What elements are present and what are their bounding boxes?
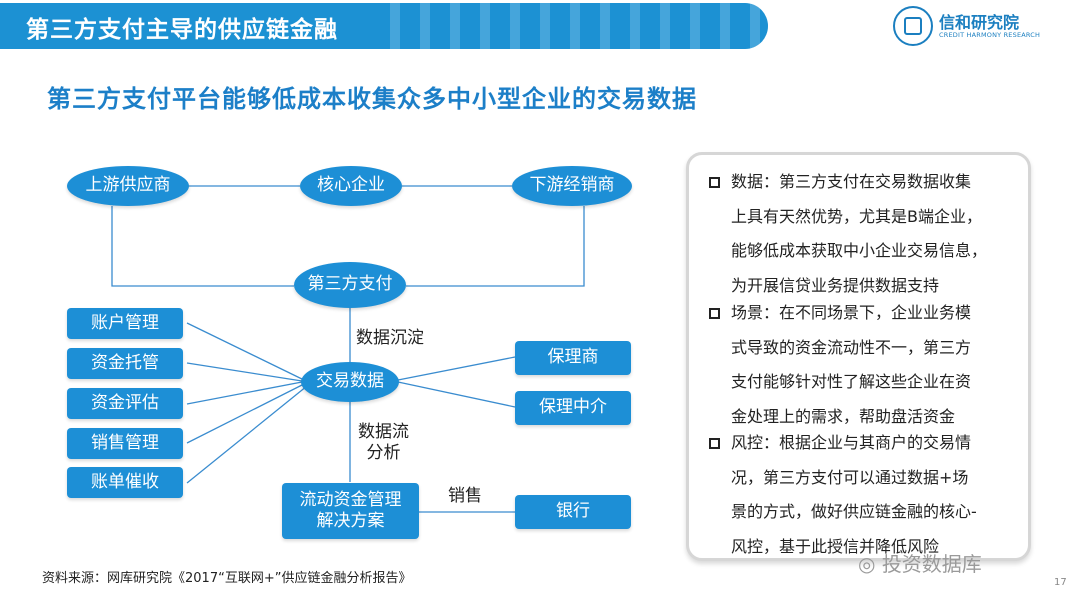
- connector-salesmgmt-tradedata: [186, 383, 305, 444]
- source-note: 资料来源：网库研究院《2017“互联网+”供应链金融分析报告》: [42, 571, 412, 586]
- connector-tradedata-factor: [397, 356, 516, 381]
- node-bill-collection: 账单催收: [67, 467, 183, 498]
- panel-item-data-line4: 为开展信贷业务提供数据支持: [731, 275, 940, 295]
- panel-item-data-line3: 能够低成本获取中小企业交易信息，: [731, 241, 988, 260]
- node-solution-label-line2: 解决方案: [316, 511, 385, 531]
- panel-item-data: 数据：第三方支付在交易数据收集 上具有天然优势，尤其是B端企业， 能够低成本获取…: [709, 165, 1027, 303]
- panel-item-risk-line2: 况，第三方支付可以通过数据+场: [731, 467, 969, 487]
- node-sales-management-label: 销售管理: [91, 432, 159, 453]
- panel-item-data-line1: 数据：第三方支付在交易数据收集: [731, 172, 972, 191]
- edge-label-data-flow-line1: 数据流: [358, 422, 409, 442]
- connector-account-tradedata: [186, 322, 305, 381]
- connector-custody-tradedata: [186, 362, 303, 382]
- square-bullet-icon: [709, 438, 720, 449]
- info-panel: 数据：第三方支付在交易数据收集 上具有天然优势，尤其是B端企业， 能够低成本获取…: [686, 152, 1031, 561]
- node-third-party-payment-label: 第三方支付: [307, 274, 393, 295]
- panel-item-scenario-line4: 金处理上的需求，帮助盘活资金: [731, 406, 956, 426]
- connector-billing-tradedata: [186, 385, 308, 484]
- square-bullet-icon: [709, 177, 720, 188]
- node-account-management: 账户管理: [67, 308, 183, 339]
- panel-item-scenario-line3: 支付能够针对性了解这些企业在资: [731, 372, 972, 391]
- wechat-icon: ◎: [858, 552, 882, 576]
- header-pattern: [390, 3, 890, 49]
- node-fund-evaluation: 资金评估: [67, 388, 183, 419]
- node-trade-data: 交易数据: [301, 362, 399, 402]
- panel-item-scenario-line1: 场景：在不同场景下，企业业务模: [731, 303, 972, 322]
- node-upstream-supplier-label: 上游供应商: [85, 175, 171, 196]
- page-number: 17: [1054, 577, 1067, 588]
- connector-downstream-thirdparty: [406, 206, 585, 287]
- node-working-capital-solution: 流动资金管理 解决方案: [282, 483, 419, 539]
- connector-evaluation-tradedata: [186, 381, 303, 405]
- panel-item-risk-line3: 景的方式，做好供应链金融的核心-: [731, 502, 977, 521]
- square-bullet-icon: [709, 308, 720, 319]
- logo-seal-icon: [893, 6, 933, 46]
- edge-label-sales: 销售: [448, 486, 482, 506]
- edge-label-data-flow-line2: 分析: [366, 443, 401, 464]
- watermark: ◎ 投资数据库: [858, 548, 982, 577]
- node-trade-data-label: 交易数据: [316, 371, 384, 392]
- panel-item-risk-line4: 风控，基于此授信并降低风险: [731, 536, 940, 556]
- node-bill-collection-label: 账单催收: [91, 471, 159, 492]
- page-subtitle: 第三方支付平台能够低成本收集众多中小型企业的交易数据: [47, 85, 697, 113]
- header: 第三方支付主导的供应链金融 信和研究院 CREDIT HARMONY RESEA…: [0, 0, 1080, 58]
- node-fund-custody-label: 资金托管: [91, 352, 159, 373]
- node-downstream-distributor-label: 下游经销商: [529, 175, 615, 196]
- edge-label-data-flow: 数据流 分析: [358, 422, 409, 465]
- panel-item-scenario: 场景：在不同场景下，企业业务模 式导致的资金流动性不一，第三方 支付能够针对性了…: [709, 296, 1027, 434]
- panel-item-scenario-line2: 式导致的资金流动性不一，第三方: [731, 337, 972, 357]
- node-core-enterprise: 核心企业: [300, 166, 402, 206]
- header-title: 第三方支付主导的供应链金融: [26, 17, 338, 43]
- logo-name: 信和研究院: [939, 13, 1020, 32]
- panel-item-data-line2: 上具有天然优势，尤其是B端企业，: [731, 206, 982, 226]
- logo-subtitle: CREDIT HARMONY RESEARCH: [939, 31, 1041, 39]
- node-bank: 银行: [515, 495, 631, 529]
- node-factor-agent-label: 保理中介: [539, 397, 607, 418]
- node-solution-label-line1: 流动资金管理: [299, 489, 402, 510]
- node-downstream-distributor: 下游经销商: [512, 166, 632, 206]
- watermark-text: 投资数据库: [881, 552, 982, 576]
- node-third-party-payment: 第三方支付: [294, 262, 406, 308]
- connector-upstream-thirdparty: [111, 206, 294, 287]
- edge-label-data-deposit: 数据沉淀: [356, 328, 424, 348]
- node-sales-management: 销售管理: [67, 428, 183, 459]
- node-core-enterprise-label: 核心企业: [317, 175, 385, 196]
- node-fund-evaluation-label: 资金评估: [91, 392, 159, 413]
- node-factor-agent: 保理中介: [515, 391, 631, 425]
- node-fund-custody: 资金托管: [67, 348, 183, 379]
- node-factor: 保理商: [515, 341, 631, 375]
- panel-item-risk-line1: 风控：根据企业与其商户的交易情: [731, 433, 972, 452]
- node-bank-label: 银行: [556, 501, 590, 522]
- node-upstream-supplier: 上游供应商: [67, 166, 189, 206]
- node-account-management-label: 账户管理: [91, 312, 159, 333]
- node-factor-label: 保理商: [547, 347, 599, 368]
- connector-tradedata-factoragent: [397, 381, 516, 408]
- panel-item-risk: 风控：根据企业与其商户的交易情 况，第三方支付可以通过数据+场 景的方式，做好供…: [709, 426, 1027, 564]
- logo: 信和研究院 CREDIT HARMONY RESEARCH: [893, 6, 1073, 50]
- header-bar: [0, 3, 768, 49]
